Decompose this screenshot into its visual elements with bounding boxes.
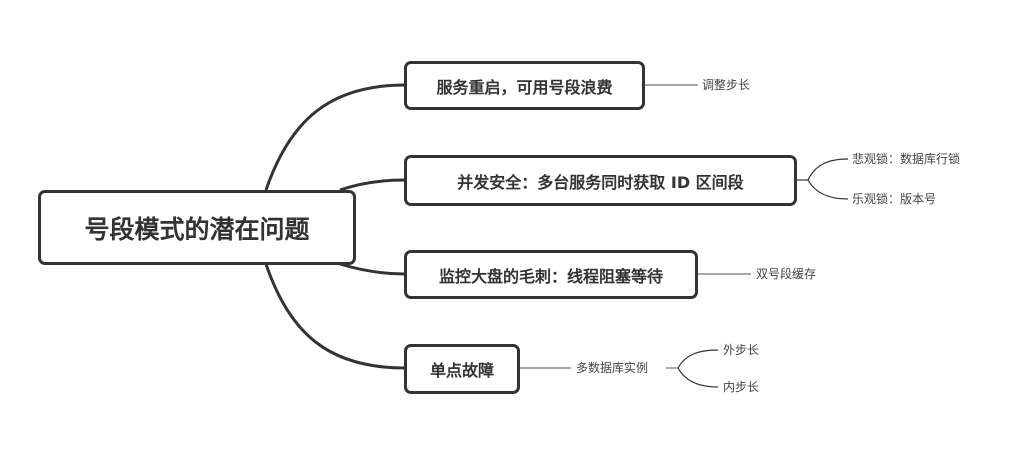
branch-label: 服务重启，可用号段浪费	[436, 77, 613, 97]
branch-label: 监控大盘的毛刺：线程阻塞等待	[438, 266, 663, 286]
leaf-optimistic-lock[interactable]: 乐观锁：版本号	[852, 192, 937, 206]
branch-label: 并发安全：多台服务同时获取 ID 区间段	[457, 172, 744, 192]
connector-branch-2-leaf-2	[807, 179, 849, 200]
connector-branch-2-leaf-1	[807, 158, 849, 181]
branch-node-concurrency-safety[interactable]: 并发安全：多台服务同时获取 ID 区间段	[404, 155, 797, 206]
leaf-multi-db-instance[interactable]: 多数据库实例	[576, 361, 649, 375]
leaf-outer-step[interactable]: 外步长	[723, 343, 760, 357]
branch-label: 单点故障	[429, 361, 494, 380]
branch-node-service-restart[interactable]: 服务重启，可用号段浪费	[404, 61, 645, 110]
leaf-pessimistic-lock[interactable]: 悲观锁：数据库行锁	[852, 152, 961, 166]
connector-root-branch-1	[264, 83, 406, 191]
connector-root-branch-4	[264, 263, 406, 370]
root-node[interactable]: 号段模式的潜在问题	[38, 190, 356, 265]
connector-root-branch-3	[339, 262, 406, 276]
leaf-adjust-step[interactable]: 调整步长	[702, 78, 751, 92]
connector-root-branch-2	[339, 178, 406, 192]
leaf-inner-step[interactable]: 内步长	[723, 380, 760, 394]
root-label: 号段模式的潜在问题	[84, 214, 310, 244]
connector-subleaf-1	[677, 349, 719, 369]
branch-node-single-point-failure[interactable]: 单点故障	[404, 344, 520, 394]
leaf-double-segment-cache[interactable]: 双号段缓存	[756, 267, 817, 281]
connector-subleaf-2	[677, 367, 719, 388]
branch-node-monitoring-spikes[interactable]: 监控大盘的毛刺：线程阻塞等待	[404, 250, 698, 299]
